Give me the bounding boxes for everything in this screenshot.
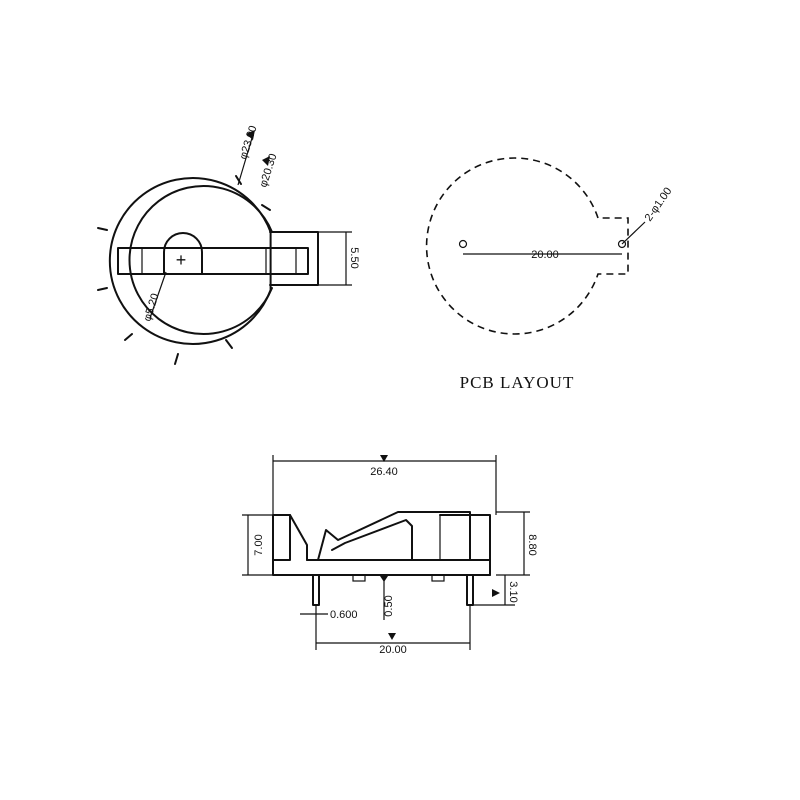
center-boss — [163, 232, 203, 275]
pin-width-label: 0.600 — [330, 609, 358, 621]
pcb-hole-right — [617, 239, 627, 249]
total-height-label: 8.80 — [526, 534, 538, 555]
tab-height-label: 5.50 — [348, 247, 360, 268]
holder-tab — [269, 231, 319, 286]
polarity-mark: + — [176, 250, 187, 270]
outer-diameter-label: φ23.00 — [237, 124, 259, 161]
pcb-footprint-outline — [425, 157, 629, 335]
overall-width-label: 26.40 — [370, 466, 398, 478]
contact-strip — [117, 247, 309, 275]
pin-spacing-label: 20.00 — [379, 644, 407, 656]
body-height-label: 7.00 — [253, 534, 265, 555]
pcb-layout-title: PCB LAYOUT — [460, 373, 575, 392]
rim-segment — [235, 175, 242, 185]
rim-segment — [97, 227, 108, 231]
side-left-wall — [289, 514, 308, 561]
dim-arrow — [492, 589, 500, 597]
dim-arrow — [262, 156, 270, 166]
pin-length-label: 3.10 — [507, 581, 519, 602]
leader-line — [237, 137, 253, 186]
side-view: 26.40 7.00 8.80 3.10 0.50 — [242, 455, 538, 656]
side-body-base — [272, 559, 491, 576]
rim-segment — [174, 353, 179, 365]
pcb-hole-left — [458, 239, 468, 249]
leader-line — [621, 221, 646, 245]
rim-segment — [97, 287, 108, 291]
inner-diameter-label: φ20.30 — [257, 152, 279, 189]
pcb-pin-spacing-label: 20.00 — [531, 249, 559, 261]
standoff-nub — [352, 574, 366, 582]
dim-arrow — [380, 455, 388, 462]
dim-arrow — [388, 633, 396, 640]
dim-arrow — [246, 130, 255, 140]
side-right-wall — [439, 514, 491, 576]
dim-arrow — [380, 576, 388, 582]
rim-segment — [225, 339, 233, 349]
top-view: + 5.50 φ23.00 φ20.30 φ5.20 — [97, 124, 360, 365]
spring-contact-inner — [331, 519, 413, 561]
pin-right — [466, 574, 474, 606]
pcb-layout: 20.00 2-φ1.00 PCB LAYOUT — [425, 157, 675, 392]
rim-segment — [261, 204, 271, 211]
holder-outer-outline — [108, 177, 272, 345]
side-body-outline — [272, 514, 291, 561]
leader-line — [149, 271, 167, 319]
holder-inner-outline — [128, 185, 273, 335]
standoff-nub — [431, 574, 445, 582]
spring-contact — [317, 511, 471, 561]
pcb-hole-spec-label: 2-φ1.00 — [643, 185, 675, 223]
rim-segment — [124, 333, 133, 341]
standoff-label: 0.50 — [383, 595, 395, 616]
pin-left — [312, 574, 320, 606]
